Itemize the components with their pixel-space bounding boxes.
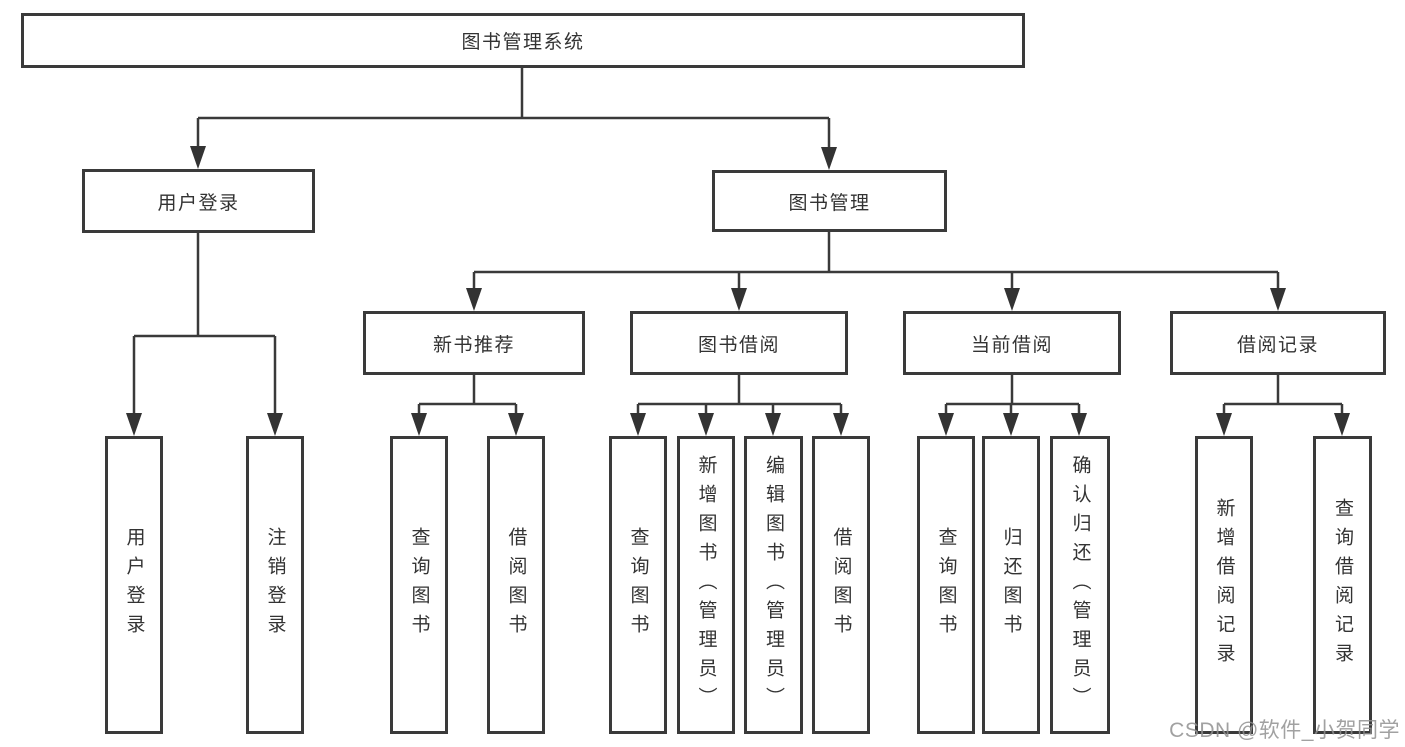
leaf-bor-borrow-book-label: 借阅图书 bbox=[830, 527, 852, 643]
node-book-mgmt-label: 图书管理 bbox=[788, 192, 871, 214]
leaf-brec-query-record: 查询借阅记录 bbox=[1313, 436, 1372, 734]
connector-bookborrow-to-leaves bbox=[636, 375, 843, 417]
leaf-bor-add-book-label: 新增图书（管理员） bbox=[695, 454, 717, 716]
leaf-brec-add-record-label: 新增借阅记录 bbox=[1213, 498, 1235, 672]
leaf-user-login-label: 用户登录 bbox=[123, 527, 145, 643]
connector-root-to-level2 bbox=[196, 68, 831, 151]
connector-bookmgmt-to-level3 bbox=[472, 232, 1280, 292]
node-root: 图书管理系统 bbox=[21, 13, 1025, 68]
leaf-bor-query-book-label: 查询图书 bbox=[627, 527, 649, 643]
leaf-rec-borrow-book: 借阅图书 bbox=[487, 436, 545, 734]
node-user-login-label: 用户登录 bbox=[157, 192, 240, 214]
leaf-cur-return-book-label: 归还图书 bbox=[1000, 527, 1022, 643]
node-borrow-records-label: 借阅记录 bbox=[1236, 334, 1319, 356]
connector-borrowrecords-to-leaves bbox=[1222, 375, 1344, 417]
node-new-book-rec-label: 新书推荐 bbox=[432, 334, 515, 356]
leaf-rec-borrow-book-label: 借阅图书 bbox=[505, 527, 527, 643]
arrowheads-down-icon bbox=[126, 146, 1350, 436]
node-book-borrow: 图书借阅 bbox=[630, 311, 848, 375]
leaf-bor-borrow-book: 借阅图书 bbox=[812, 436, 870, 734]
node-user-login: 用户登录 bbox=[82, 169, 315, 233]
node-current-borrow: 当前借阅 bbox=[903, 311, 1121, 375]
leaf-cur-query-book: 查询图书 bbox=[917, 436, 975, 734]
connector-userlogin-to-leaves bbox=[132, 233, 277, 417]
node-borrow-records: 借阅记录 bbox=[1170, 311, 1386, 375]
node-new-book-rec: 新书推荐 bbox=[363, 311, 585, 375]
leaf-rec-query-book-label: 查询图书 bbox=[408, 527, 430, 643]
leaf-logout-label: 注销登录 bbox=[264, 527, 286, 643]
leaf-cur-confirm-return: 确认归还（管理员） bbox=[1050, 436, 1110, 734]
connector-newbookrec-to-leaves bbox=[417, 375, 518, 417]
node-root-label: 图书管理系统 bbox=[461, 32, 585, 53]
node-book-mgmt: 图书管理 bbox=[712, 170, 947, 232]
leaf-bor-edit-book: 编辑图书（管理员） bbox=[744, 436, 803, 734]
leaf-logout: 注销登录 bbox=[246, 436, 304, 734]
leaf-cur-return-book: 归还图书 bbox=[982, 436, 1040, 734]
leaf-bor-query-book: 查询图书 bbox=[609, 436, 667, 734]
leaf-bor-add-book: 新增图书（管理员） bbox=[677, 436, 735, 734]
leaf-rec-query-book: 查询图书 bbox=[390, 436, 448, 734]
leaf-bor-edit-book-label: 编辑图书（管理员） bbox=[763, 454, 784, 716]
leaf-cur-query-book-label: 查询图书 bbox=[935, 527, 957, 643]
csdn-watermark: CSDN @软件_小贺同学 bbox=[1169, 719, 1400, 742]
leaf-user-login: 用户登录 bbox=[105, 436, 163, 734]
leaf-cur-confirm-return-label: 确认归还（管理员） bbox=[1069, 454, 1091, 716]
leaf-brec-query-record-label: 查询借阅记录 bbox=[1332, 498, 1353, 672]
leaf-brec-add-record: 新增借阅记录 bbox=[1195, 436, 1253, 734]
node-current-borrow-label: 当前借阅 bbox=[970, 334, 1053, 356]
node-book-borrow-label: 图书借阅 bbox=[697, 334, 780, 356]
connector-currentborrow-to-leaves bbox=[944, 375, 1081, 417]
